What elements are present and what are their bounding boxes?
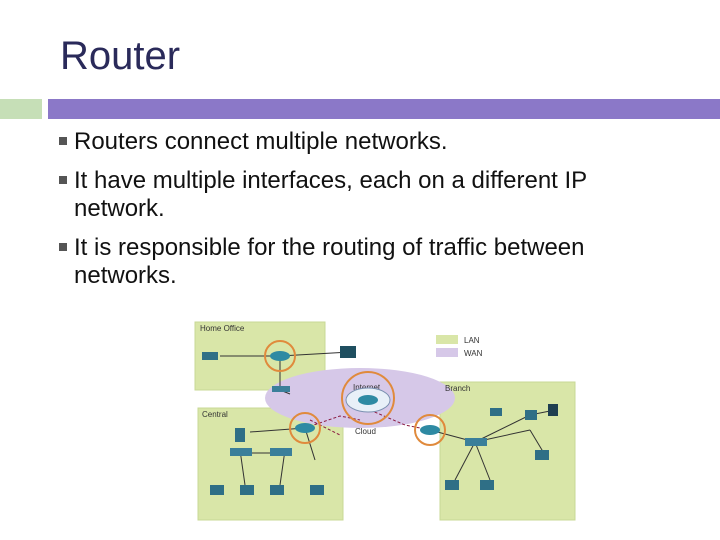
legend-wan-swatch <box>436 348 458 357</box>
bullet-text: It have multiple interfaces, each on a d… <box>74 167 587 222</box>
central-lan-area <box>197 407 344 521</box>
branch-label: Branch <box>445 384 470 393</box>
bullet-list: Routers connect multiple networks. It ha… <box>58 128 678 301</box>
legend-wan-label: WAN <box>464 349 483 358</box>
bullet-marker-icon <box>59 176 67 184</box>
router-icon-internet <box>358 395 378 405</box>
computer-icons <box>202 346 558 495</box>
bullet-item: It have multiple interfaces, each on a d… <box>58 167 678 223</box>
bullet-text: Routers connect multiple networks. <box>74 128 448 155</box>
bullet-text: It is responsible for the routing of tra… <box>74 234 585 289</box>
switch-icons <box>230 386 487 456</box>
accent-bar-purple <box>48 99 720 119</box>
legend-lan-label: LAN <box>464 336 480 345</box>
router-icon-home-office <box>270 351 290 361</box>
slide-title: Router <box>60 34 181 78</box>
bullet-marker-icon <box>59 137 67 145</box>
branch-lan-area <box>439 381 576 521</box>
internet-label: Internet <box>353 383 381 392</box>
home-office-label: Home Office <box>200 324 245 333</box>
router-icon-central <box>295 423 315 433</box>
bullet-marker-icon <box>59 243 67 251</box>
router-icon-branch <box>420 425 440 435</box>
router-highlights <box>264 340 446 446</box>
cloud-label: Cloud <box>355 427 376 436</box>
bullet-item: It is responsible for the routing of tra… <box>58 234 678 290</box>
accent-bar-green <box>0 99 42 119</box>
central-label: Central <box>202 410 228 419</box>
network-diagram: LAN WAN Home Office Central Branch Inter… <box>190 320 580 525</box>
legend-lan-swatch <box>436 335 458 344</box>
bullet-item: Routers connect multiple networks. <box>58 128 678 156</box>
